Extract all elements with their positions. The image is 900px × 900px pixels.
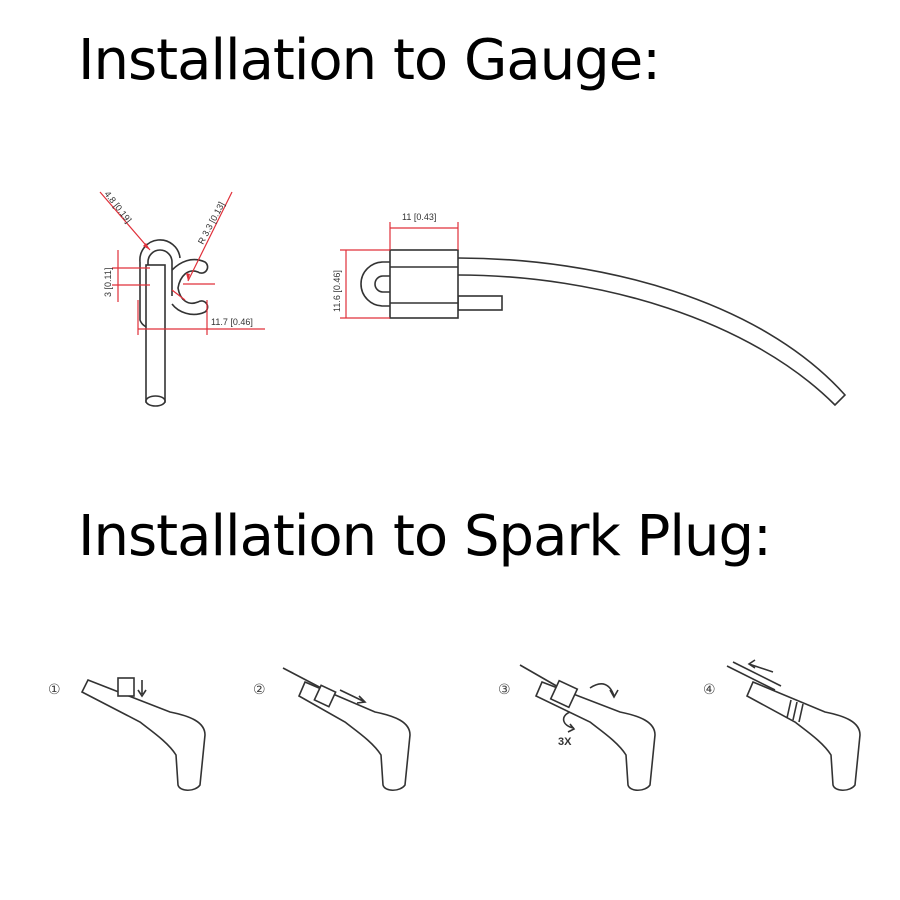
dim-width-label: 11.7 [0.46] [211,317,253,327]
step-2: ② [253,667,411,792]
step-number: ① [48,682,61,698]
dim-diameter-label: 4.8 [0.19] [102,189,133,225]
clip-side-view: 4.8 [0.19] R 3.3 [0.13] 3 [0.11] 11.7 [0… [99,189,265,407]
step-number: ④ [703,682,716,698]
spark-plug-section-title: Installation to Spark Plug: [78,504,772,569]
step-3: ③ 3X [498,664,656,792]
dim-gap-label: 3 [0.11] [103,268,113,297]
clip-top-view: 11 [0.43] 11.6 [0.46] [332,212,847,407]
step-number: ② [253,682,266,698]
step-4: ④ [703,659,861,792]
repeat-count-label: 3X [558,736,572,748]
dim-height-label: 11.6 [0.46] [332,270,342,312]
step-number: ③ [498,682,511,698]
dim-length-label: 11 [0.43] [402,212,436,222]
gauge-section-title: Installation to Gauge: [78,28,661,93]
dim-radius-label: R 3.3 [0.13] [196,200,227,246]
step-1: ① [48,677,206,792]
